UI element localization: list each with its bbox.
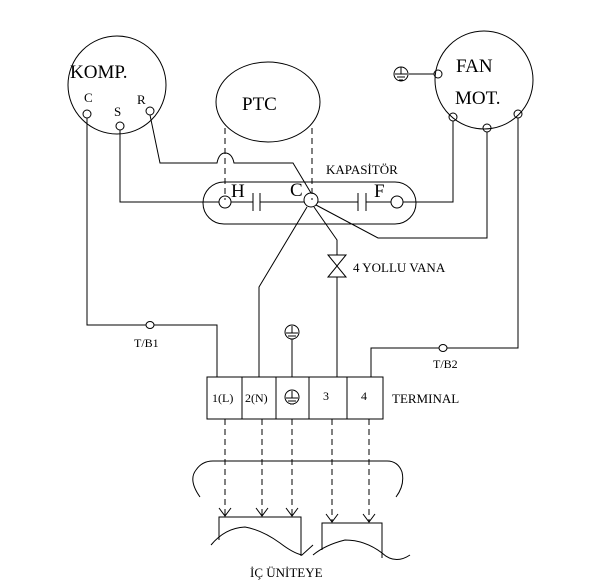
ground-icon [284,324,300,377]
fan-motor-label-2: MOT. [455,88,501,109]
thermal-breaker-2: T/B2 [433,344,458,371]
capacitor-terminal-c: C [290,180,303,201]
ground-icon [284,389,300,405]
thermal-breaker-1: T/B1 [134,321,159,350]
ptc: PTC [215,61,321,200]
compressor-terminal-c: C [84,90,93,105]
fan-pin-2 [482,123,492,133]
valve-label: 4 YOLLU VANA [353,260,446,275]
terminal-r-pin [145,106,155,116]
compressor-label: KOMP. [70,62,128,83]
indoor-unit-label: İÇ ÜNİTEYE [250,565,323,580]
terminal-s-pin [115,121,125,131]
fan-motor-label: FAN [456,56,493,77]
terminal-cell-3: 3 [323,389,329,403]
svg-text:T/B2: T/B2 [433,357,458,371]
terminal-label: TERMINAL [392,391,459,406]
svg-text:T/B1: T/B1 [134,336,159,350]
compressor-terminal-r: R [137,92,146,107]
terminal-block: 1(L) 2(N) 3 4 TERMINAL [206,376,459,420]
ptc-label: PTC [242,94,277,115]
terminal-c-pin [82,109,92,119]
terminal-cell-2: 2(N) [245,391,268,405]
capacitor-terminal-f: F [374,181,385,202]
capacitor: KAPASİTÖR H C F [202,162,417,225]
capacitor-terminal-h: H [231,181,245,202]
terminal-cell-1: 1(L) [212,391,233,405]
terminal-cell-4: 4 [361,389,367,403]
capacitor-label: KAPASİTÖR [326,162,398,177]
four-way-valve: 4 YOLLU VANA [326,254,446,377]
fan-motor: FAN MOT. [393,30,534,133]
fan-pin-1 [448,112,458,122]
compressor-terminal-s: S [114,104,121,119]
ground-icon [393,66,409,82]
fan-pin-3 [513,109,523,119]
